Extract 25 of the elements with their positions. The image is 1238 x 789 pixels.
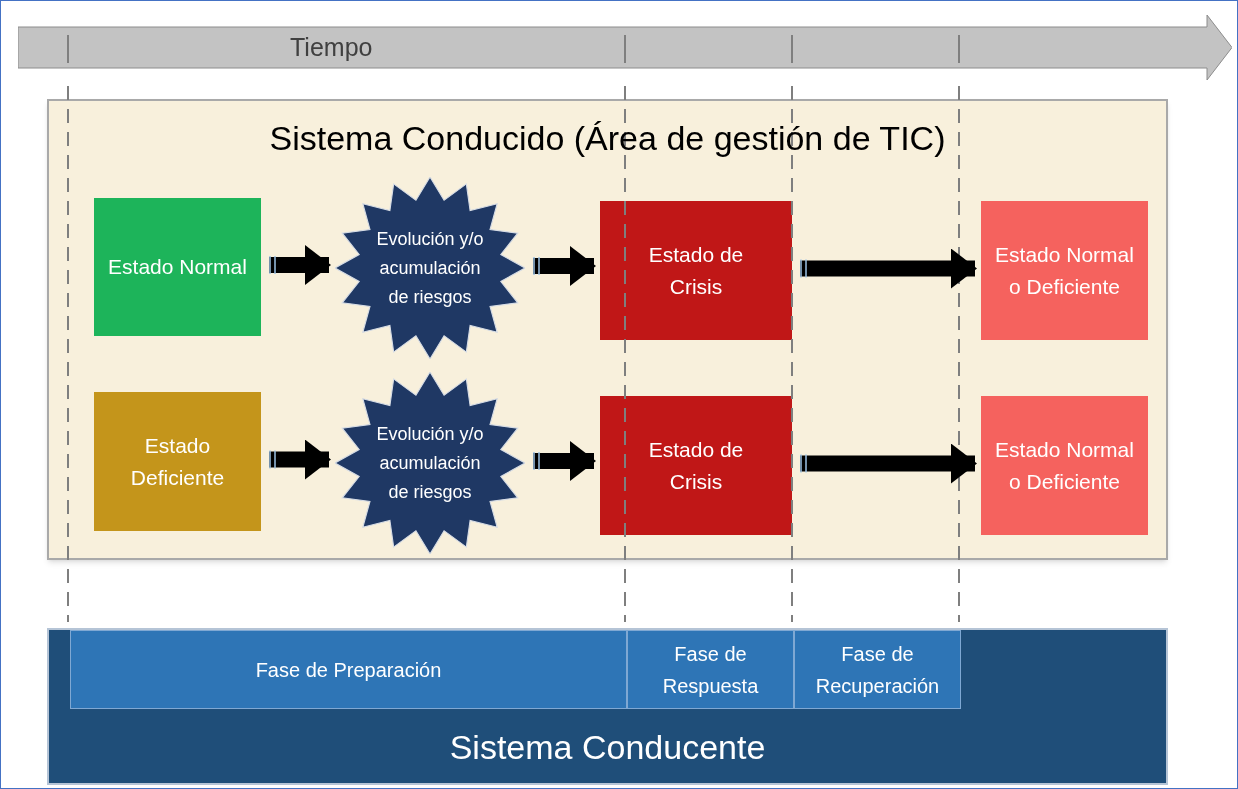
- phase-box: [627, 630, 794, 709]
- box-label: Fase de Recuperación: [814, 641, 941, 699]
- crisis-box: [600, 396, 792, 535]
- panel-title: Sistema Conducido (Área de gestión de TIC): [268, 118, 947, 159]
- panel-title: Sistema Conducente: [448, 727, 767, 768]
- axis-label: Tiempo: [290, 32, 373, 63]
- box-label: Estado de Crisis: [647, 241, 745, 300]
- state-box: [981, 396, 1148, 535]
- phase-box: [70, 630, 627, 709]
- box-label: Evolución y/o acumulación de riesgos: [375, 227, 485, 309]
- box-label: Estado Deficiente: [129, 432, 226, 491]
- state-box: [981, 201, 1148, 340]
- box-label: Estado de Crisis: [647, 436, 745, 495]
- state-box: [94, 198, 261, 336]
- system-panel: [47, 628, 1168, 785]
- box-label: Evolución y/o acumulación de riesgos: [375, 422, 485, 504]
- system-panel: [47, 99, 1168, 560]
- phase-box: [794, 630, 961, 709]
- crisis-box: [600, 201, 792, 340]
- box-label: Estado Normal o Deficiente: [994, 241, 1135, 300]
- box-label: Estado Normal: [107, 254, 248, 280]
- state-box: [94, 392, 261, 531]
- box-label: Fase de Preparación: [255, 657, 442, 683]
- box-label: Estado Normal o Deficiente: [994, 436, 1135, 495]
- box-label: Fase de Respuesta: [661, 641, 760, 699]
